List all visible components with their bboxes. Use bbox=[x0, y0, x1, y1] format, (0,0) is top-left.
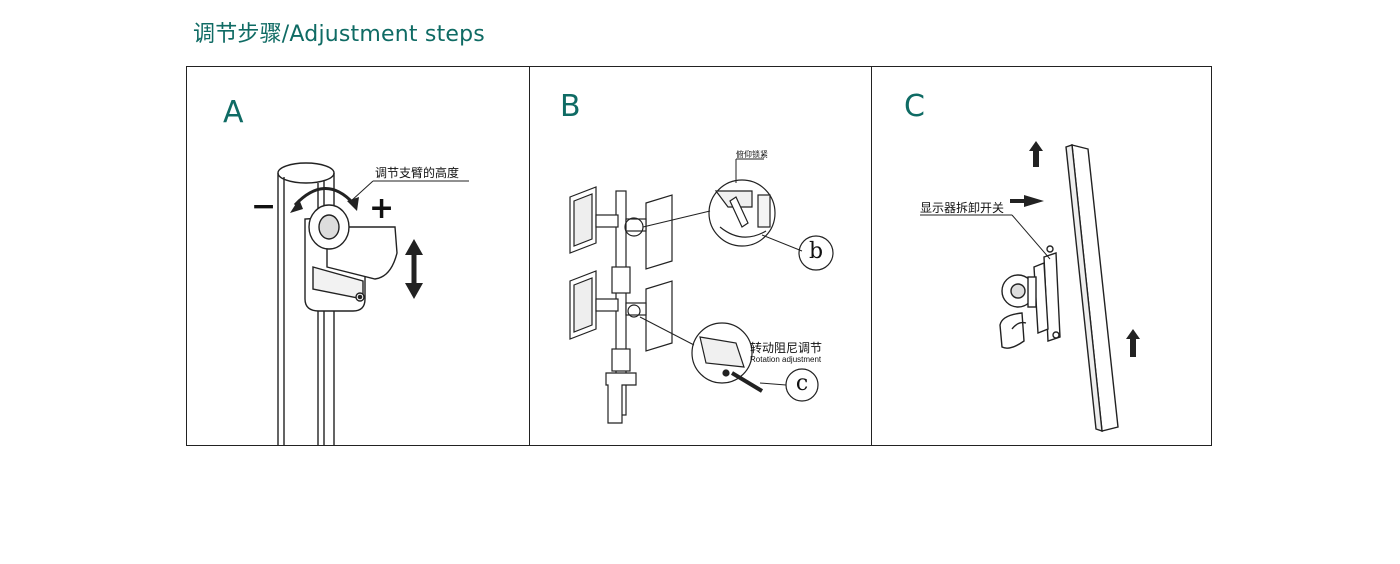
callout-c: c bbox=[795, 371, 809, 396]
steps-frame: A bbox=[186, 66, 1212, 446]
panel-c-illustration bbox=[920, 141, 1140, 433]
tilt-lock-label: 俯仰锁紧 bbox=[736, 150, 768, 159]
height-bracket bbox=[304, 204, 398, 312]
rotate-arrow bbox=[293, 187, 355, 207]
panel-c-letter: C bbox=[904, 89, 925, 124]
rotation-label-cn: 转动阻尼调节 bbox=[750, 341, 823, 355]
panel-b-illustration bbox=[569, 158, 834, 424]
panel-c-arrows bbox=[1010, 141, 1140, 357]
callout-b: b bbox=[808, 239, 824, 264]
panel-c: C bbox=[872, 67, 1211, 445]
release-switch-label: 显示器拆卸开关 bbox=[920, 201, 1005, 215]
rotation-label-en: Rotation adjustment bbox=[750, 355, 822, 364]
page-title: 调节步骤/Adjustment steps bbox=[193, 22, 485, 47]
plus-sign: + bbox=[369, 191, 395, 226]
divider-bc bbox=[871, 67, 873, 445]
panel-a-letter: A bbox=[223, 95, 244, 130]
updown-arrow bbox=[405, 239, 423, 299]
panel-a: A bbox=[187, 67, 529, 445]
panel-c-leaders bbox=[920, 214, 1051, 260]
panel-b-leaders bbox=[639, 158, 803, 386]
minus-sign: − bbox=[251, 189, 277, 224]
panel-b-letter: B bbox=[560, 89, 581, 124]
divider-ab bbox=[529, 67, 531, 445]
monitor-side-view bbox=[999, 144, 1119, 433]
quad-monitor-mount bbox=[569, 179, 834, 424]
panel-b: B bbox=[530, 67, 871, 445]
panel-a-illustration bbox=[277, 162, 469, 445]
arm-height-label: 调节支臂的高度 bbox=[375, 166, 460, 180]
